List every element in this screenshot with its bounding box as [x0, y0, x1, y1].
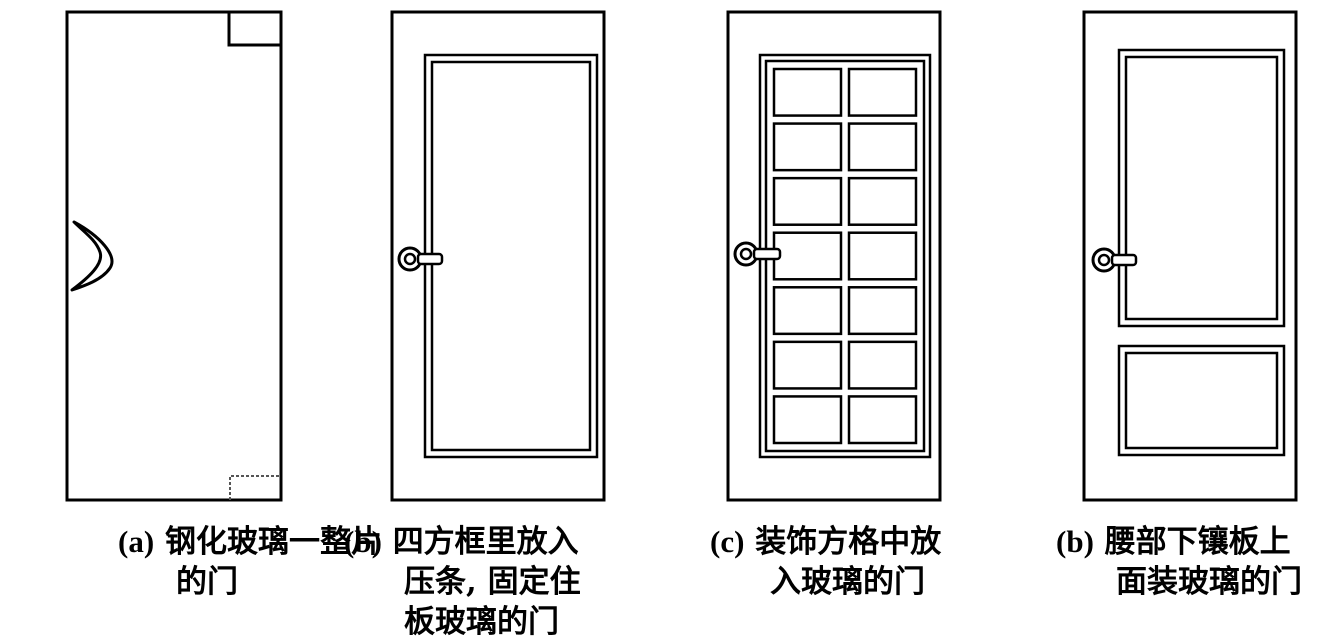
door-c-grid-inner [764, 59, 926, 453]
caption-b2: (b) 腰部下镶板上 面装玻璃的门 [1056, 522, 1302, 602]
glass-pane [847, 286, 918, 336]
door-b1-outline [390, 10, 606, 502]
caption-b1: (b) 四方框里放入 压条, 固定住 板玻璃的门 [344, 522, 581, 642]
door-b1-glass-frame-inner [430, 60, 592, 452]
glass-pane [847, 176, 918, 226]
door-b2-upper-glass-inner [1124, 55, 1279, 321]
glass-pane [772, 286, 843, 336]
glass-pane [772, 67, 843, 117]
door-b2-lower-panel-inner [1124, 351, 1279, 450]
caption-c-label: (c) [710, 524, 745, 559]
caption-a-line2: 的门 [176, 564, 238, 600]
door-c-outline [726, 10, 942, 502]
glass-pane [847, 67, 918, 117]
glass-pane [772, 122, 843, 172]
caption-c-line1: 装饰方格中放 [755, 524, 942, 560]
glass-pane [847, 395, 918, 445]
door-a-top-hinge-block [227, 12, 281, 47]
door-a-outline [65, 10, 283, 502]
caption-b1-line1: 四方框里放入 [392, 524, 579, 560]
glass-pane [772, 340, 843, 390]
caption-a-label: (a) [118, 524, 155, 559]
glass-pane [772, 231, 843, 281]
glass-pane [772, 395, 843, 445]
door-b2 [1082, 10, 1298, 502]
glass-pane [847, 340, 918, 390]
glass-pane [847, 231, 918, 281]
door-c [726, 10, 942, 502]
door-b2-outline [1082, 10, 1298, 502]
lever-handle-icon [397, 246, 444, 272]
caption-b1-label: (b) [344, 524, 382, 559]
door-b1-glass-frame-outer [423, 53, 599, 459]
door-b2-upper-glass-outer [1117, 48, 1286, 328]
caption-c: (c) 装饰方格中放 入玻璃的门 [710, 522, 941, 602]
caption-c-line2: 入玻璃的门 [770, 564, 925, 600]
lever-handle-icon [1091, 247, 1138, 273]
caption-a-line1: 钢化玻璃一整片 [164, 524, 382, 560]
door-b2-lower-panel-outer [1117, 344, 1286, 457]
caption-b2-line2: 面装玻璃的门 [1116, 564, 1302, 600]
door-c-glass-panes [772, 67, 918, 445]
caption-b1-line3: 板玻璃的门 [404, 604, 559, 640]
caption-b2-label: (b) [1056, 524, 1094, 559]
caption-b1-line2: 压条, 固定住 [404, 564, 581, 600]
lever-handle-icon [733, 241, 782, 267]
glass-pane [772, 176, 843, 226]
caption-b2-line1: 腰部下镶板上 [1104, 524, 1291, 560]
door-a-bottom-hinge-block [229, 475, 281, 500]
door-a [65, 10, 283, 502]
boomerang-handle-icon [70, 220, 114, 292]
caption-a: (a) 钢化玻璃一整片 的门 [118, 522, 382, 602]
door-b1 [390, 10, 606, 502]
glass-pane [847, 122, 918, 172]
